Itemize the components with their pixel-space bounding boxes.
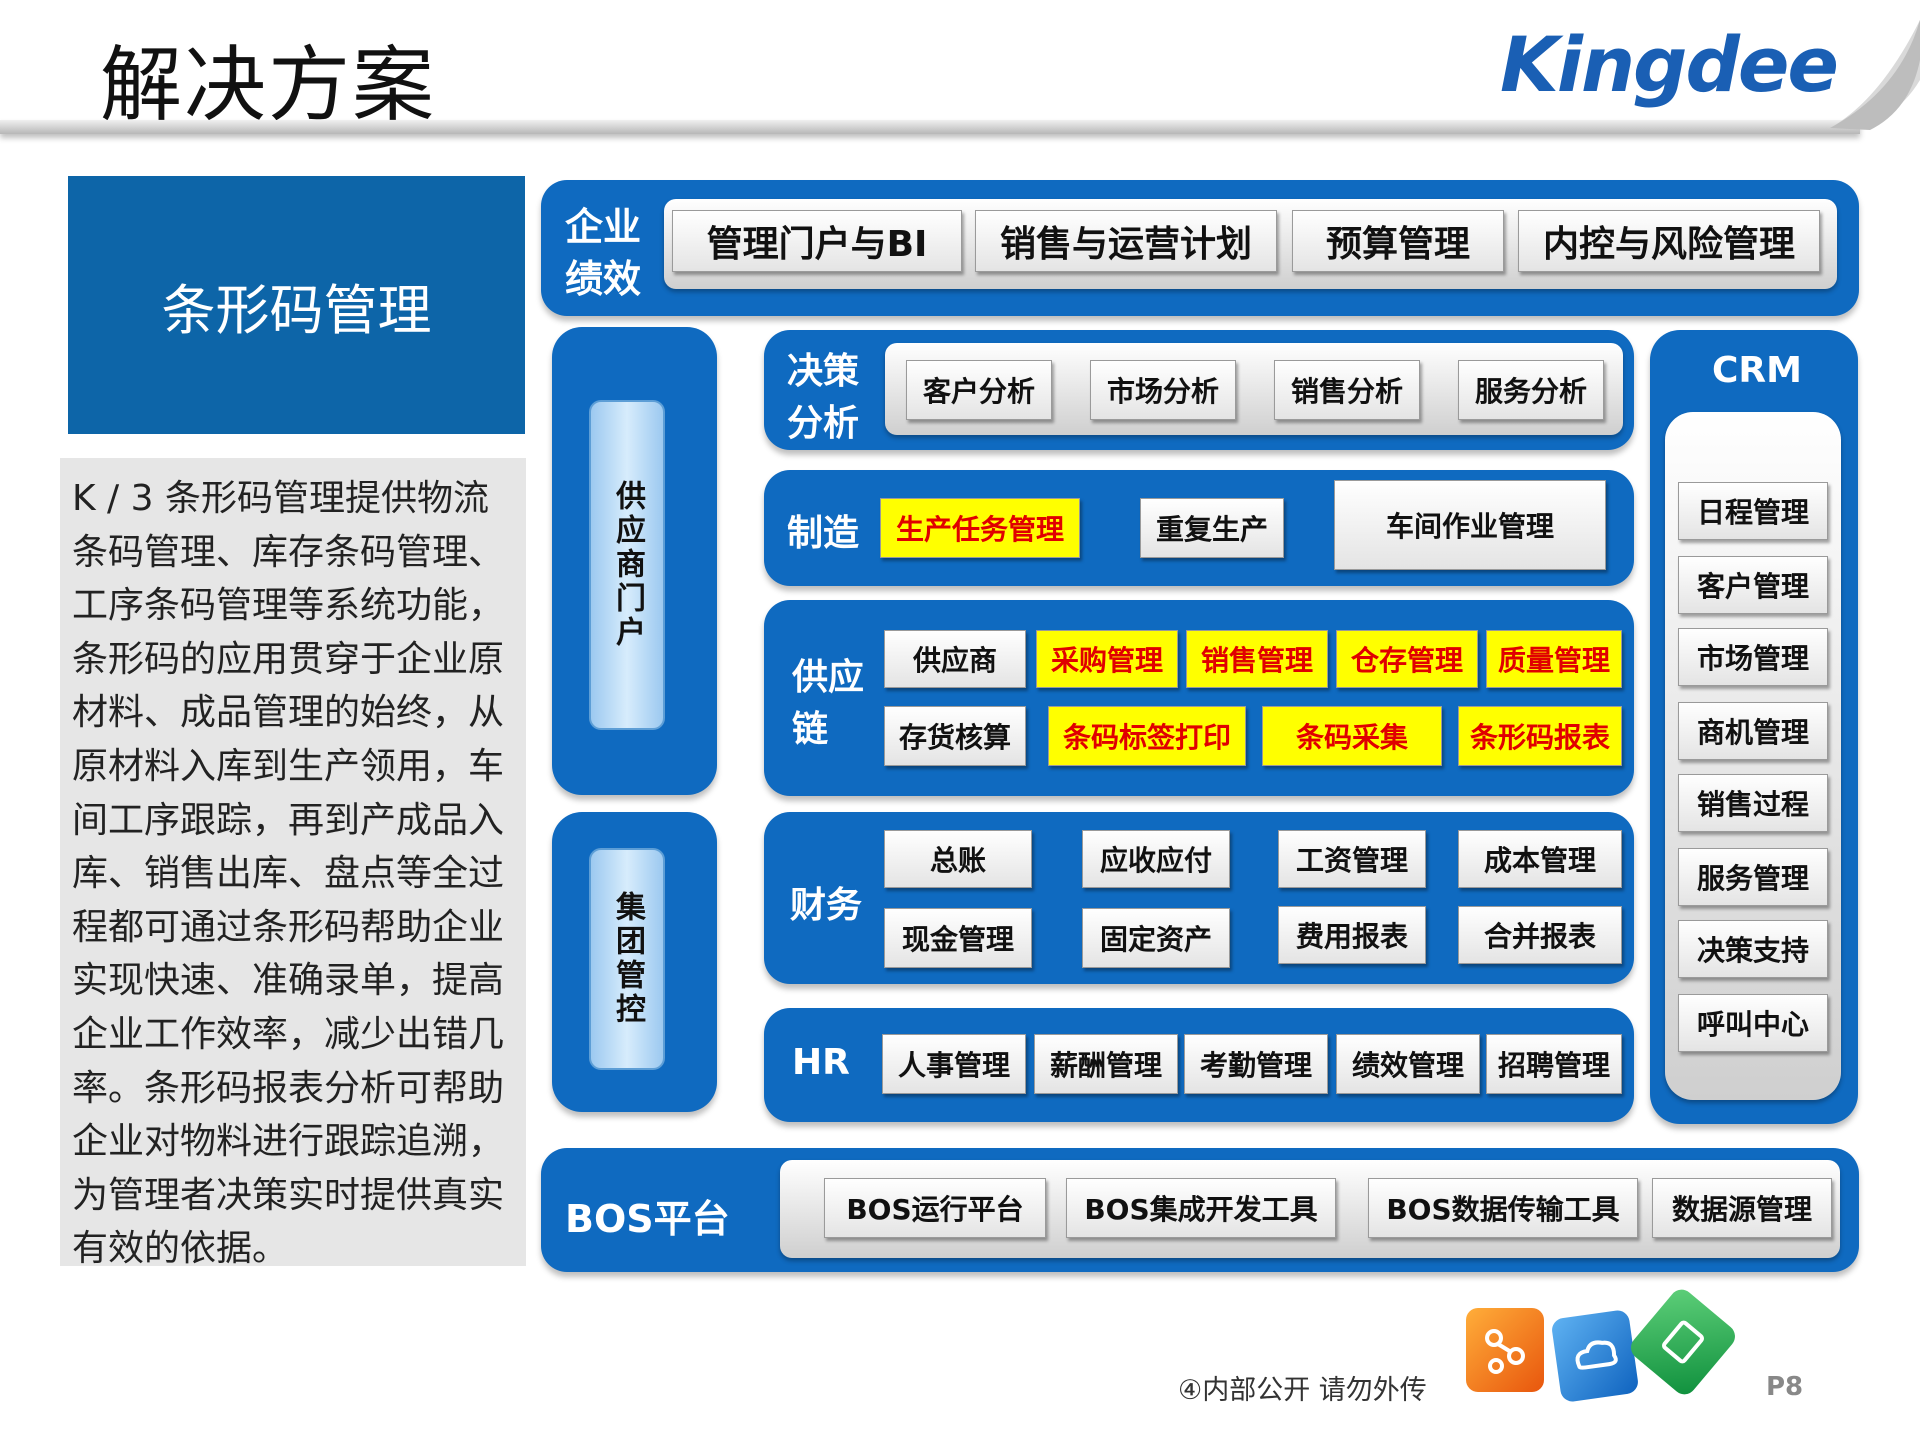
supplier-portal-pill[interactable]: 供应商门户	[589, 400, 665, 730]
finance-label: 财务	[790, 885, 863, 926]
decision-label-line2: 分析	[787, 403, 860, 444]
supply-item-supplier[interactable]: 供应商	[884, 630, 1026, 688]
finance-item-payroll[interactable]: 工资管理	[1278, 830, 1426, 888]
supply-item-label-print[interactable]: 条码标签打印	[1048, 706, 1246, 766]
crm-label: CRM	[1712, 350, 1802, 391]
enterprise-item-portal-bi[interactable]: 管理门户与BI	[672, 210, 962, 272]
manufacturing-item-workshop[interactable]: 车间作业管理	[1334, 480, 1606, 570]
supply-item-quality[interactable]: 质量管理	[1486, 630, 1622, 688]
hr-item-attendance[interactable]: 考勤管理	[1184, 1034, 1328, 1094]
page-title: 解决方案	[100, 38, 437, 133]
section-title: 条形码管理	[161, 278, 432, 342]
supply-item-barcode-capture[interactable]: 条码采集	[1262, 706, 1442, 766]
finance-item-fixed-assets[interactable]: 固定资产	[1082, 908, 1230, 968]
page-number: P8	[1766, 1372, 1804, 1402]
bos-item-ide[interactable]: BOS集成开发工具	[1066, 1178, 1336, 1238]
enterprise-label-line2: 绩效	[565, 257, 642, 301]
crm-item-sales-process[interactable]: 销售过程	[1678, 774, 1828, 832]
supply-chain-label-line2: 链	[792, 709, 829, 750]
crm-item-opportunity[interactable]: 商机管理	[1678, 702, 1828, 760]
decision-label-line1: 决策	[787, 351, 860, 392]
hr-item-compensation[interactable]: 薪酬管理	[1034, 1034, 1178, 1094]
hr-item-recruiting[interactable]: 招聘管理	[1486, 1034, 1622, 1094]
bos-label: BOS平台	[565, 1197, 730, 1241]
decision-item-sales[interactable]: 销售分析	[1274, 360, 1420, 420]
finance-item-cost[interactable]: 成本管理	[1458, 830, 1622, 888]
orange-cube-icon	[1466, 1308, 1544, 1392]
supply-item-inventory-accounting[interactable]: 存货核算	[884, 706, 1026, 766]
decision-item-service[interactable]: 服务分析	[1458, 360, 1604, 420]
blue-cloud-cube-icon	[1550, 1308, 1640, 1404]
manufacturing-label: 制造	[787, 513, 860, 554]
finance-item-ar-ap[interactable]: 应收应付	[1082, 830, 1230, 888]
description-text: K / 3 条形码管理提供物流条码管理、库存条码管理、工序条码管理等系统功能，条…	[72, 478, 505, 1266]
crm-item-schedule[interactable]: 日程管理	[1678, 482, 1828, 540]
section-title-block: 条形码管理	[68, 176, 525, 434]
hr-item-performance[interactable]: 绩效管理	[1336, 1034, 1480, 1094]
green-cube-icon	[1626, 1284, 1740, 1400]
finance-item-gl[interactable]: 总账	[884, 830, 1032, 888]
enterprise-item-budget[interactable]: 预算管理	[1292, 210, 1504, 272]
enterprise-label-line1: 企业	[565, 205, 642, 249]
crm-item-service[interactable]: 服务管理	[1678, 848, 1828, 906]
header-divider	[0, 120, 1860, 134]
bos-item-runtime[interactable]: BOS运行平台	[824, 1178, 1046, 1238]
supply-chain-label-line1: 供应	[792, 657, 865, 698]
supplier-portal-label: 供应商门户	[610, 480, 645, 650]
kingdee-logo: Kingdee	[1500, 20, 1839, 109]
supply-item-sales[interactable]: 销售管理	[1186, 630, 1328, 688]
decision-item-market[interactable]: 市场分析	[1090, 360, 1236, 420]
bos-item-datasource[interactable]: 数据源管理	[1652, 1178, 1832, 1238]
crm-item-call-center[interactable]: 呼叫中心	[1678, 994, 1828, 1052]
enterprise-item-sop[interactable]: 销售与运营计划	[975, 210, 1277, 272]
bos-item-data-transfer[interactable]: BOS数据传输工具	[1368, 1178, 1638, 1238]
supply-item-purchase[interactable]: 采购管理	[1036, 630, 1178, 688]
hr-item-personnel[interactable]: 人事管理	[882, 1034, 1026, 1094]
page-curl-icon	[1830, 20, 1920, 130]
hr-label: HR	[792, 1042, 850, 1083]
finance-item-consolidation[interactable]: 合并报表	[1458, 906, 1622, 964]
crm-item-decision-support[interactable]: 决策支持	[1678, 920, 1828, 978]
description-block: K / 3 条形码管理提供物流条码管理、库存条码管理、工序条码管理等系统功能，条…	[60, 458, 526, 1266]
manufacturing-item-repetitive[interactable]: 重复生产	[1140, 498, 1284, 558]
finance-item-expense-report[interactable]: 费用报表	[1278, 906, 1426, 964]
supply-item-barcode-report[interactable]: 条形码报表	[1458, 706, 1622, 766]
group-control-pill[interactable]: 集团管控	[589, 848, 665, 1070]
supply-item-warehouse[interactable]: 仓存管理	[1336, 630, 1478, 688]
crm-item-customer[interactable]: 客户管理	[1678, 556, 1828, 614]
decision-item-customer[interactable]: 客户分析	[906, 360, 1052, 420]
finance-item-cash[interactable]: 现金管理	[884, 908, 1032, 968]
crm-item-market[interactable]: 市场管理	[1678, 628, 1828, 686]
confidential-notice: ④内部公开 请勿外传	[1178, 1375, 1427, 1406]
group-control-label: 集团管控	[610, 891, 645, 1027]
enterprise-item-risk[interactable]: 内控与风险管理	[1518, 210, 1820, 272]
manufacturing-item-production-task[interactable]: 生产任务管理	[880, 498, 1080, 558]
